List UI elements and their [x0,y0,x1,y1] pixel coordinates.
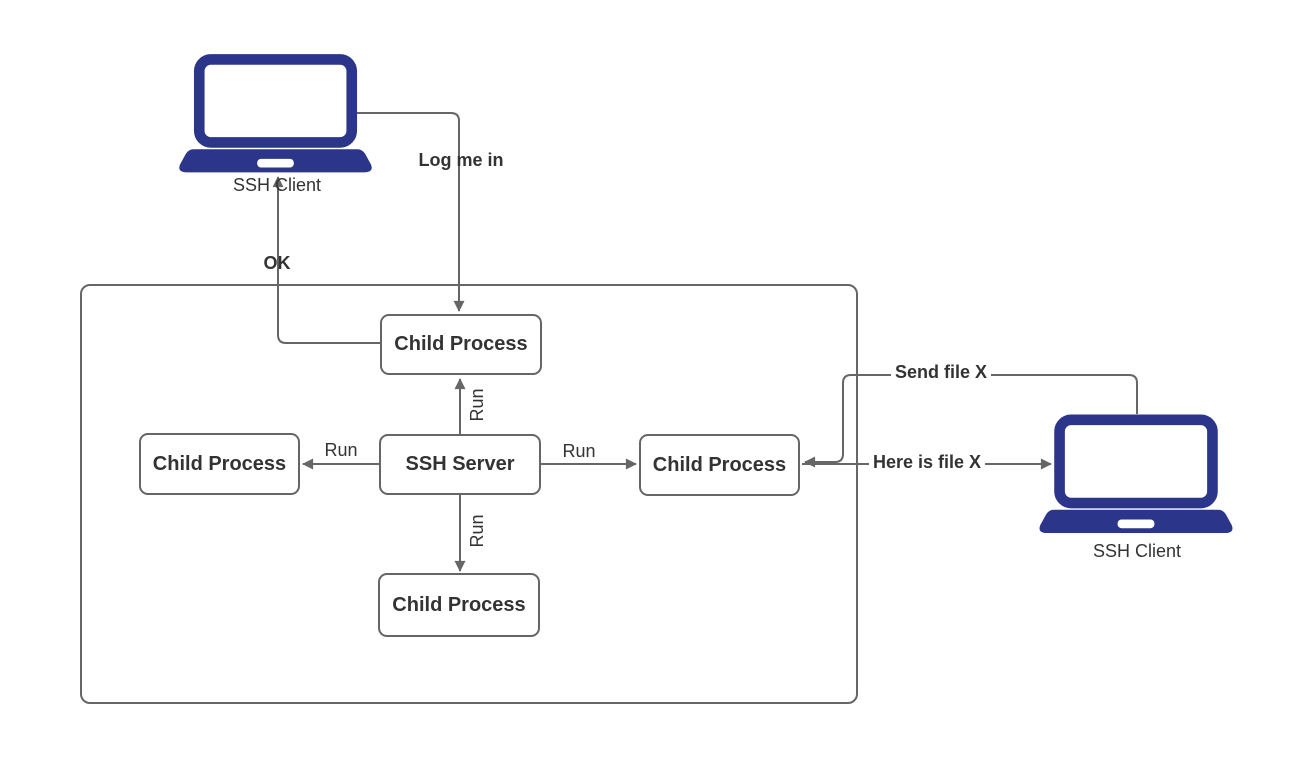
edge-label-log-me-in: Log me in [418,150,504,171]
ssh-client-right-label: SSH Client [1092,541,1182,562]
node-child-process-left: Child Process [139,433,300,495]
edge-label-ok: OK [263,253,291,274]
laptop-icon [1039,414,1233,534]
laptop-icon [179,53,372,174]
node-ssh-server: SSH Server [379,434,541,495]
edge-label-run-right: Run [562,441,596,462]
edge-label-here-is-file: Here is file X [868,452,986,474]
edge-send-file [804,374,1138,468]
edge-label-run-up: Run [467,388,488,422]
node-label: Child Process [652,453,787,476]
node-label: Child Process [394,333,528,355]
node-child-process-right: Child Process [639,434,800,496]
node-label: SSH Server [405,453,515,475]
edge-label-run-down: Run [467,514,488,548]
node-label: Child Process [392,593,526,616]
node-label: Child Process [152,452,287,475]
edge-label-run-left: Run [324,440,358,461]
server-boundary-box [80,284,858,704]
node-child-process-bottom: Child Process [378,573,540,637]
node-child-process-top: Child Process [380,314,542,375]
ssh-client-top-label: SSH Client [232,175,322,196]
edge-log-me-in [357,112,465,312]
edge-ok [272,176,380,344]
edge-label-send-file: Send file X [890,362,992,384]
